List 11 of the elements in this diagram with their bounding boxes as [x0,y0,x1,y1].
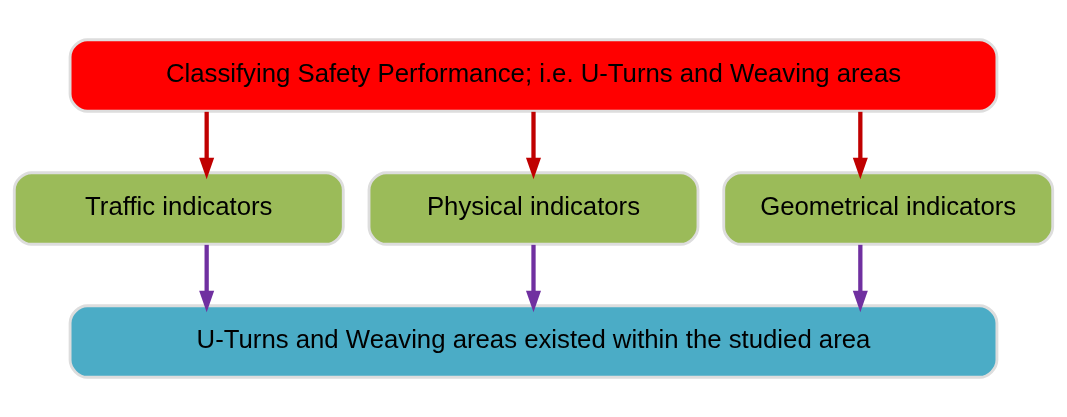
arrow [199,244,215,313]
arrow [525,244,542,313]
arrow [852,244,868,313]
node-box: Geometrical indicators [722,171,1055,246]
node-box: Classifying Safety Performance; i.e. U-Turns and Weaving areas [68,38,999,113]
node-box: U-Turns and Weaving areas existed within the studied area [68,304,999,379]
arrow [525,111,542,180]
node-box: Physical indicators [367,171,700,246]
arrow [199,111,215,180]
arrow [852,111,868,180]
node-box: Traffic indicators [12,171,345,246]
